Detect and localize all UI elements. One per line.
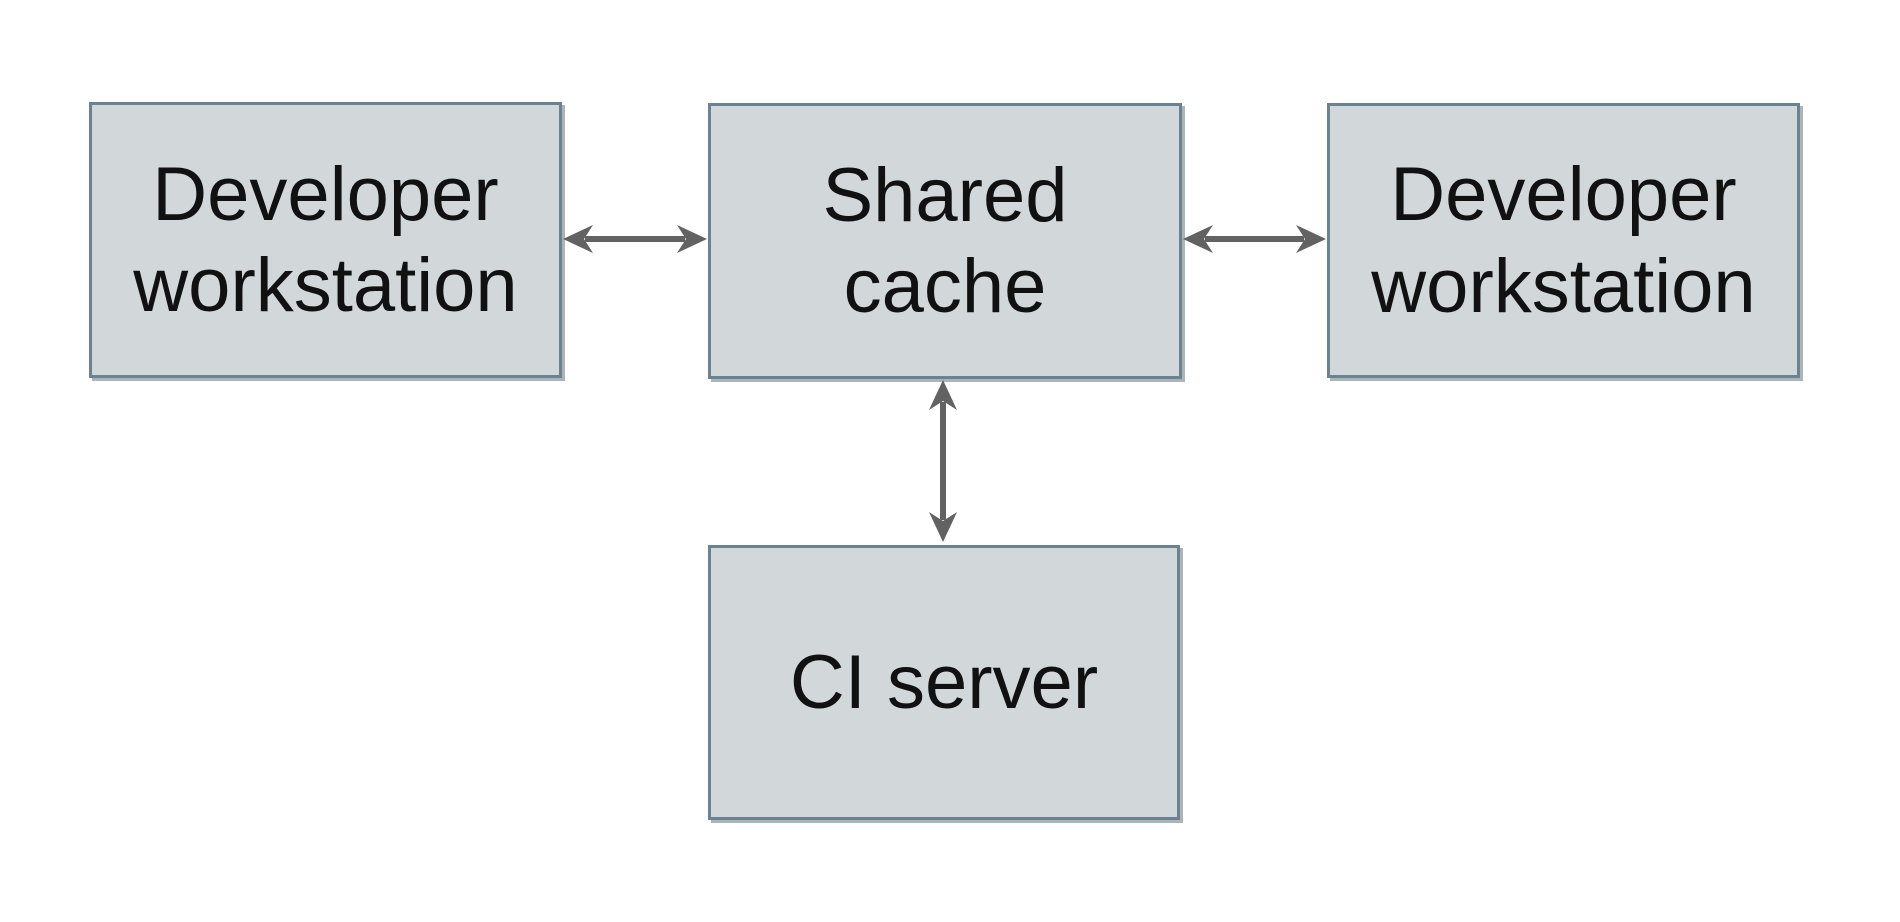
bidirectional-arrow-sharedcache-devright [1183, 225, 1326, 253]
node-developer-workstation-right: Developer workstation [1327, 103, 1800, 378]
node-developer-workstation-left: Developer workstation [89, 102, 562, 378]
node-label: Developer workstation [1371, 152, 1756, 329]
node-label: CI server [789, 639, 1099, 725]
node-shared-cache: Shared cache [708, 103, 1182, 379]
node-ci-server: CI server [708, 545, 1180, 820]
bidirectional-arrow-sharedcache-ciserver [929, 380, 957, 542]
node-label: Shared cache [822, 152, 1068, 329]
node-label: Developer workstation [133, 151, 518, 328]
bidirectional-arrow-devleft-sharedcache [563, 225, 707, 253]
